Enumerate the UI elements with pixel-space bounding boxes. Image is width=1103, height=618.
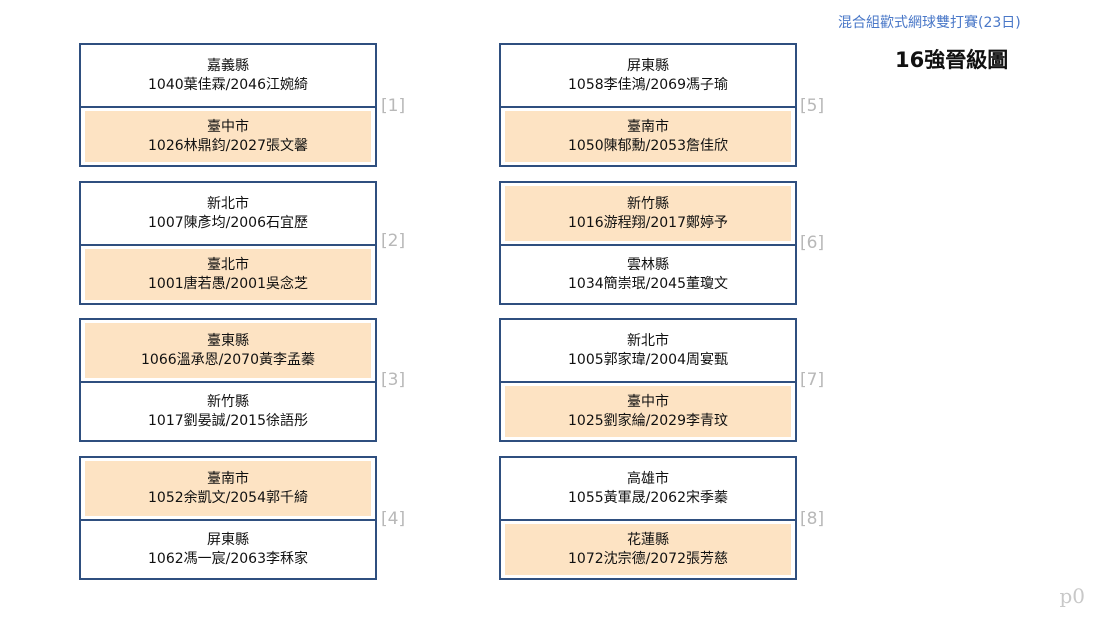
page-number: p0: [1059, 584, 1085, 608]
team-slot: 臺中市 1025劉家綸/2029李青玟: [501, 381, 795, 440]
match-number: [2]: [381, 231, 406, 251]
team-slot: 新北市 1005郭家瑋/2004周宴甄: [501, 320, 795, 381]
team-county: 屏東縣: [627, 57, 669, 74]
team-county: 嘉義縣: [207, 57, 249, 74]
match-number: [4]: [381, 509, 406, 529]
team-slot: 嘉義縣 1040葉佳霖/2046江婉綺: [81, 45, 375, 106]
team-county: 新北市: [207, 195, 249, 212]
team-county: 臺中市: [627, 393, 669, 410]
team-players: 1025劉家綸/2029李青玟: [568, 412, 728, 429]
team-slot: 新竹縣 1017劉晏誠/2015徐語彤: [81, 381, 375, 440]
match-box: 屏東縣 1058李佳鴻/2069馮子瑜 臺南市 1050陳郁勳/2053詹佳欣: [499, 43, 797, 167]
team-slot: 高雄市 1055黃軍晟/2062宋季蓁: [501, 458, 795, 519]
match-box: 新竹縣 1016游程翔/2017鄭婷予 雲林縣 1034簡崇珉/2045董瓊文: [499, 181, 797, 305]
team-slot: 花蓮縣 1072沈宗德/2072張芳慈: [501, 519, 795, 578]
team-county: 屏東縣: [207, 531, 249, 548]
team-county: 臺北市: [207, 256, 249, 273]
team-slot: 雲林縣 1034簡崇珉/2045董瓊文: [501, 244, 795, 303]
team-players: 1062馮一宸/2063李秝家: [148, 550, 308, 567]
team-slot: 屏東縣 1058李佳鴻/2069馮子瑜: [501, 45, 795, 106]
team-county: 高雄市: [627, 470, 669, 487]
team-county: 臺東縣: [207, 332, 249, 349]
team-players: 1055黃軍晟/2062宋季蓁: [568, 489, 728, 506]
team-players: 1050陳郁勳/2053詹佳欣: [568, 137, 728, 154]
team-county: 臺南市: [207, 470, 249, 487]
team-slot: 臺南市 1052余凱文/2054郭千綺: [81, 458, 375, 519]
match-number: [6]: [800, 233, 825, 253]
match-box: 新北市 1005郭家瑋/2004周宴甄 臺中市 1025劉家綸/2029李青玟: [499, 318, 797, 442]
team-slot: 臺北市 1001唐若愚/2001吳念芝: [81, 244, 375, 303]
team-players: 1001唐若愚/2001吳念芝: [148, 275, 308, 292]
team-slot: 臺東縣 1066溫承恩/2070黃李孟蓁: [81, 320, 375, 381]
team-players: 1005郭家瑋/2004周宴甄: [568, 351, 728, 368]
team-players: 1017劉晏誠/2015徐語彤: [148, 412, 308, 429]
team-county: 臺南市: [627, 118, 669, 135]
team-players: 1072沈宗德/2072張芳慈: [568, 550, 728, 567]
team-players: 1034簡崇珉/2045董瓊文: [568, 275, 728, 292]
team-players: 1052余凱文/2054郭千綺: [148, 489, 308, 506]
match-number: [8]: [800, 509, 825, 529]
team-slot: 屏東縣 1062馮一宸/2063李秝家: [81, 519, 375, 578]
team-slot: 臺中市 1026林鼎鈞/2027張文馨: [81, 106, 375, 165]
match-box: 臺南市 1052余凱文/2054郭千綺 屏東縣 1062馮一宸/2063李秝家: [79, 456, 377, 580]
team-county: 花蓮縣: [627, 531, 669, 548]
team-players: 1058李佳鴻/2069馮子瑜: [568, 76, 728, 93]
team-players: 1016游程翔/2017鄭婷予: [568, 214, 728, 231]
match-number: [7]: [800, 370, 825, 390]
page-heading: 16強晉級圖: [895, 48, 1009, 72]
match-box: 高雄市 1055黃軍晟/2062宋季蓁 花蓮縣 1072沈宗德/2072張芳慈: [499, 456, 797, 580]
team-county: 新北市: [627, 332, 669, 349]
team-players: 1040葉佳霖/2046江婉綺: [148, 76, 308, 93]
team-county: 新竹縣: [207, 393, 249, 410]
team-county: 雲林縣: [627, 256, 669, 273]
team-slot: 新北市 1007陳彥均/2006石宜歷: [81, 183, 375, 244]
team-slot: 新竹縣 1016游程翔/2017鄭婷予: [501, 183, 795, 244]
match-box: 臺東縣 1066溫承恩/2070黃李孟蓁 新竹縣 1017劉晏誠/2015徐語彤: [79, 318, 377, 442]
team-players: 1026林鼎鈞/2027張文馨: [148, 137, 308, 154]
team-county: 新竹縣: [627, 195, 669, 212]
match-box: 新北市 1007陳彥均/2006石宜歷 臺北市 1001唐若愚/2001吳念芝: [79, 181, 377, 305]
team-slot: 臺南市 1050陳郁勳/2053詹佳欣: [501, 106, 795, 165]
event-title: 混合組歡式網球雙打賽(23日): [838, 15, 1021, 31]
match-number: [3]: [381, 370, 406, 390]
match-number: [1]: [381, 96, 406, 116]
team-players: 1066溫承恩/2070黃李孟蓁: [141, 351, 315, 368]
match-box: 嘉義縣 1040葉佳霖/2046江婉綺 臺中市 1026林鼎鈞/2027張文馨: [79, 43, 377, 167]
match-number: [5]: [800, 96, 825, 116]
team-county: 臺中市: [207, 118, 249, 135]
team-players: 1007陳彥均/2006石宜歷: [148, 214, 308, 231]
